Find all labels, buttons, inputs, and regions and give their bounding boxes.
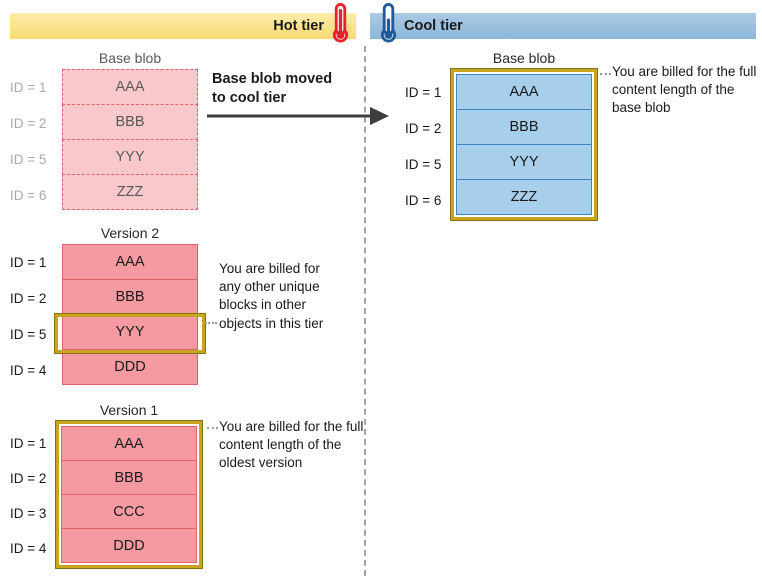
version2-table: Version 2 ID = 1 ID = 2 ID = 5 ID = 4 AA… bbox=[10, 225, 198, 388]
block-id-label: ID = 3 bbox=[10, 506, 47, 521]
block-id-label: ID = 1 bbox=[10, 79, 47, 95]
block-cell: BBB bbox=[61, 460, 197, 495]
block-id-label: ID = 4 bbox=[10, 541, 47, 556]
move-arrow bbox=[207, 107, 389, 125]
block-id-label: ID = 1 bbox=[10, 254, 47, 270]
cool-base-blob-table: Base blob ID = 1 ID = 2 ID = 5 ID = 6 AA… bbox=[405, 50, 597, 220]
block-cell: DDD bbox=[61, 528, 197, 563]
dotted-connector bbox=[600, 73, 611, 75]
block-cell: ZZZ bbox=[456, 179, 592, 215]
block-id-label: ID = 6 bbox=[10, 187, 47, 203]
block-cell: YYY bbox=[62, 139, 198, 175]
block-cell: ZZZ bbox=[62, 174, 198, 210]
block-id-label: ID = 5 bbox=[405, 156, 442, 172]
cool-tier-label: Cool tier bbox=[404, 18, 463, 34]
block-id-label: ID = 2 bbox=[10, 471, 47, 486]
billed-block-highlight-box bbox=[55, 314, 205, 353]
hot-tier-header: Hot tier bbox=[10, 13, 356, 39]
tier-divider-line bbox=[364, 46, 366, 576]
cool-tier-header: Cool tier bbox=[370, 13, 756, 39]
block-id-label: ID = 5 bbox=[10, 326, 47, 342]
hot-base-blob-title: Base blob bbox=[98, 50, 162, 66]
block-id-label: ID = 1 bbox=[405, 84, 442, 100]
block-cell: DDD bbox=[62, 349, 198, 385]
block-cell: YYY bbox=[456, 144, 592, 180]
block-cell: BBB bbox=[62, 104, 198, 140]
version1-table: Version 1 ID = 1 ID = 2 ID = 3 ID = 4 AA… bbox=[10, 402, 202, 568]
block-id-label: ID = 1 bbox=[10, 436, 47, 451]
block-id-label: ID = 2 bbox=[405, 120, 442, 136]
block-cell: AAA bbox=[61, 426, 197, 461]
block-cell: BBB bbox=[456, 109, 592, 145]
block-id-label: ID = 2 bbox=[10, 115, 47, 131]
version1-title: Version 1 bbox=[99, 402, 159, 418]
version2-title: Version 2 bbox=[100, 225, 160, 241]
block-id-label: ID = 4 bbox=[10, 362, 47, 378]
block-cell: BBB bbox=[62, 279, 198, 315]
block-id-label: ID = 5 bbox=[10, 151, 47, 167]
thermometer-hot-icon bbox=[332, 3, 349, 43]
block-cell: AAA bbox=[62, 69, 198, 105]
block-cell: CCC bbox=[61, 494, 197, 529]
block-cell: AAA bbox=[456, 74, 592, 110]
cool-base-blob-title: Base blob bbox=[492, 50, 556, 66]
block-id-label: ID = 2 bbox=[10, 290, 47, 306]
version2-billing-note: You are billed for any other unique bloc… bbox=[219, 261, 324, 331]
block-id-label: ID = 6 bbox=[405, 192, 442, 208]
version1-billing-note: You are billed for the full content leng… bbox=[219, 419, 364, 471]
moved-to-cool-note: Base blob moved to cool tier bbox=[212, 71, 333, 106]
billed-version-highlight-box: AAA BBB CCC DDD bbox=[56, 421, 202, 568]
block-cell: YYY bbox=[62, 314, 198, 350]
block-cell: AAA bbox=[62, 244, 198, 280]
dotted-connector bbox=[207, 427, 218, 429]
thermometer-cool-icon bbox=[380, 3, 397, 43]
billed-base-blob-highlight-box: AAA BBB YYY ZZZ bbox=[451, 69, 597, 220]
hot-tier-label: Hot tier bbox=[273, 18, 324, 34]
hot-base-blob-table: Base blob ID = 1 ID = 2 ID = 5 ID = 6 AA… bbox=[10, 50, 198, 213]
cool-billing-note: You are billed for the full content leng… bbox=[612, 64, 757, 116]
dotted-connector bbox=[205, 322, 217, 324]
